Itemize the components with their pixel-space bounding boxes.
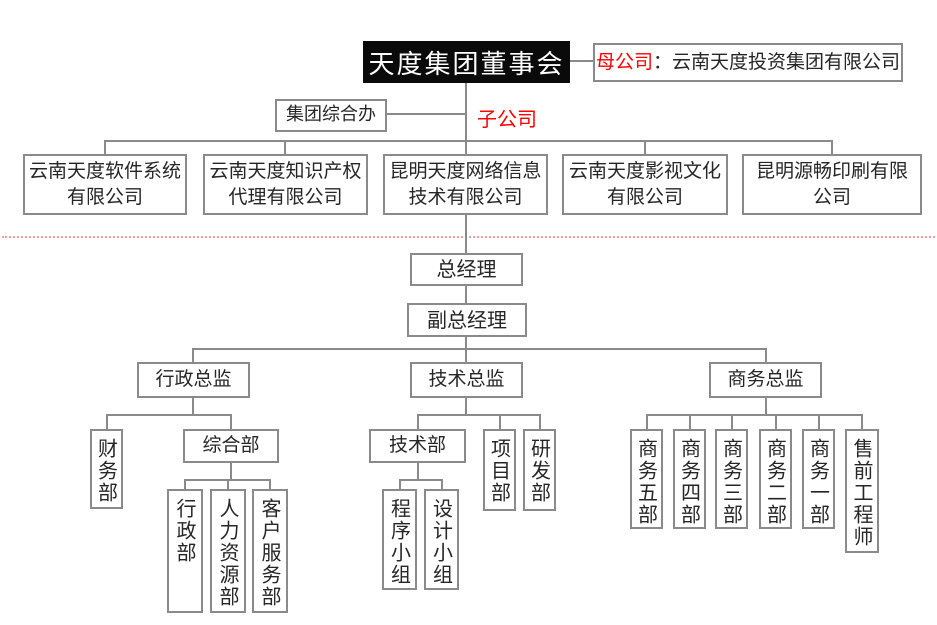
program-team-label: 程序小组 <box>387 498 412 586</box>
business-dept5-box: 商务五部 <box>630 429 663 529</box>
connector-line <box>644 140 646 155</box>
business-dept5-label: 商务五部 <box>634 438 659 526</box>
connector-line <box>441 479 443 490</box>
connector-line <box>465 140 467 155</box>
director-business-box: 商务总监 <box>709 362 822 398</box>
connector-line <box>731 414 733 430</box>
connector-line <box>269 479 271 490</box>
director-tech-box: 技术总监 <box>410 362 523 398</box>
connector-line <box>831 140 833 155</box>
business-dept2-box: 商务二部 <box>759 429 792 529</box>
connector-line <box>499 414 501 430</box>
finance-dept-label: 财务部 <box>94 438 119 504</box>
group-office-box: 集团综合办 <box>275 99 387 132</box>
connector-line <box>417 414 419 430</box>
tech-dept-box: 技术部 <box>369 429 466 463</box>
presales-engineer-box: 售前工程师 <box>845 429 879 553</box>
connector-line <box>646 414 863 416</box>
customer-service-dept-label: 客户服务部 <box>258 498 282 608</box>
connector-line <box>646 414 648 430</box>
finance-dept-box: 财务部 <box>90 429 123 509</box>
design-team-box: 设计小组 <box>424 489 459 590</box>
admin-dept-label: 行政部 <box>173 498 197 564</box>
connector-line <box>417 462 419 480</box>
company-box-software: 云南天度软件系统 有限公司 <box>23 154 187 215</box>
company-box-media: 云南天度影视文化 有限公司 <box>562 154 728 215</box>
connector-line <box>465 336 467 350</box>
company-box-ip-agency: 云南天度知识产权 代理有限公司 <box>203 154 368 215</box>
connector-line <box>765 397 767 415</box>
director-admin-box: 行政总监 <box>137 362 250 398</box>
business-dept4-label: 商务四部 <box>677 438 702 526</box>
parent-company-name: ：云南天度投资集团有限公司 <box>653 50 901 73</box>
parent-company-box: 母公司：云南天度投资集团有限公司 <box>593 43 903 82</box>
connector-line <box>465 397 467 415</box>
customer-service-dept-box: 客户服务部 <box>252 489 288 613</box>
connector-line <box>399 479 401 490</box>
connector-line <box>104 140 833 142</box>
connector-line <box>818 414 820 430</box>
design-team-label: 设计小组 <box>429 498 454 586</box>
connector-line <box>570 60 593 62</box>
company-box-printing: 昆明源畅印刷有限 公司 <box>742 154 922 215</box>
connector-line <box>230 414 232 430</box>
connector-line <box>465 215 467 253</box>
company-box-network: 昆明天度网络信息 技术有限公司 <box>383 154 548 215</box>
connector-line <box>284 140 286 155</box>
connector-line <box>192 348 194 363</box>
connector-line <box>689 414 691 430</box>
business-dept2-label: 商务二部 <box>763 438 788 526</box>
connector-line <box>192 397 194 415</box>
general-manager-box: 总经理 <box>410 253 523 286</box>
connector-line <box>227 479 229 490</box>
project-dept-label: 项目部 <box>487 438 512 504</box>
connector-line <box>192 348 767 350</box>
connector-line <box>861 414 863 430</box>
project-dept-box: 项目部 <box>483 429 516 511</box>
deputy-general-manager-box: 副总经理 <box>407 303 527 337</box>
business-dept4-box: 商务四部 <box>673 429 706 529</box>
rnd-dept-box: 研发部 <box>523 429 556 511</box>
board-box: 天度集团董事会 <box>363 41 570 83</box>
business-dept3-label: 商务三部 <box>719 438 744 526</box>
hr-dept-label: 人力资源部 <box>216 498 240 608</box>
connector-line <box>775 414 777 430</box>
rnd-dept-label: 研发部 <box>527 438 552 504</box>
connector-line <box>399 479 443 481</box>
general-affairs-dept-box: 综合部 <box>183 429 279 463</box>
parent-subsidiary-divider <box>2 236 935 238</box>
business-dept1-label: 商务一部 <box>806 438 831 526</box>
business-dept3-box: 商务三部 <box>715 429 748 529</box>
connector-line <box>465 348 467 363</box>
connector-line <box>106 414 232 416</box>
connector-line <box>539 414 541 430</box>
connector-line <box>417 414 541 416</box>
connector-line <box>465 83 467 141</box>
hr-dept-box: 人力资源部 <box>210 489 246 613</box>
connector-line <box>465 285 467 303</box>
connector-line <box>230 462 232 480</box>
connector-line <box>387 113 466 115</box>
connector-line <box>104 140 106 155</box>
connector-line <box>106 414 108 430</box>
admin-dept-box: 行政部 <box>167 489 203 613</box>
connector-line <box>184 479 186 490</box>
parent-company-label: 母公司 <box>595 50 653 73</box>
business-dept1-box: 商务一部 <box>802 429 835 529</box>
connector-line <box>765 348 767 363</box>
program-team-box: 程序小组 <box>382 489 417 590</box>
presales-engineer-label: 售前工程师 <box>850 438 874 548</box>
subsidiary-label: 子公司 <box>477 107 537 131</box>
